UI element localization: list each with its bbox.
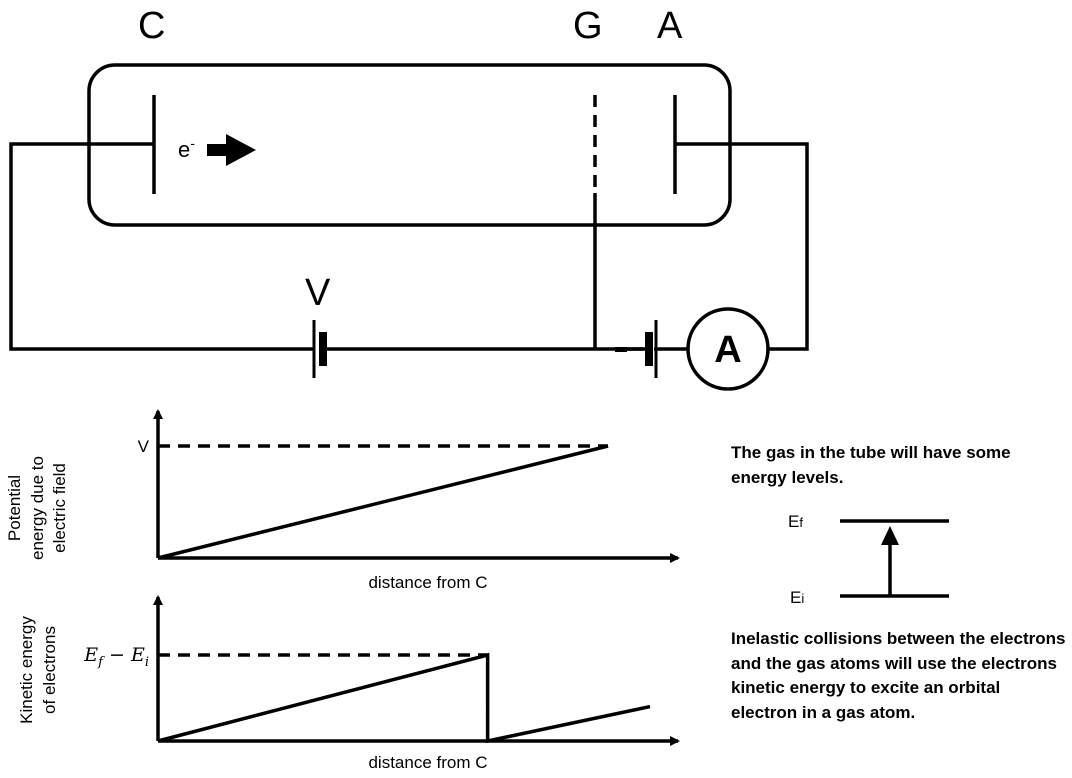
- kinetic-x-label: distance from C: [368, 753, 487, 772]
- anode-label: A: [657, 5, 683, 47]
- potential-ylabel-line-1: Potential: [5, 475, 24, 541]
- wire-cathode-to-source: [9, 142, 315, 351]
- potential-ylabel-line-2: energy due to: [28, 456, 47, 560]
- electron-label: e-: [178, 135, 195, 162]
- energy-levels-intro-text: The gas in the tube will have some energ…: [731, 443, 1011, 487]
- potential-energy-graph: Potential energy due to electric field V…: [5, 409, 680, 592]
- lower-level-label: Ei: [790, 588, 804, 607]
- upper-level-label: Ef: [788, 512, 803, 531]
- retarding-battery-icon: [615, 320, 658, 378]
- voltage-label: V: [305, 272, 331, 314]
- inelastic-collision-explanation: Inelastic collisions between the electro…: [731, 629, 1066, 722]
- voltage-source-battery-icon: [312, 320, 327, 378]
- ammeter-icon: A: [686, 307, 770, 391]
- kinetic-series-group: [157, 652, 651, 744]
- wire-anode-to-ammeter: [675, 142, 809, 351]
- potential-y-marker-v: V: [138, 437, 150, 456]
- energy-level-diagram: Ef Ei: [788, 512, 949, 607]
- ammeter-label: A: [714, 329, 741, 371]
- potential-ylabel-line-3: electric field: [50, 463, 69, 553]
- potential-x-label: distance from C: [368, 573, 487, 592]
- kinetic-ylabel-line-1: Kinetic energy: [17, 616, 36, 724]
- kinetic-energy-graph: Kinetic energy of electrons Ef − Ei dist…: [17, 595, 680, 772]
- potential-series-group: [157, 444, 609, 560]
- grid-label: G: [573, 5, 603, 47]
- excitation-arrow-icon: [881, 526, 899, 596]
- pe-data-line: [157, 444, 609, 560]
- circuit: C G A e- V: [9, 5, 809, 391]
- kinetic-y-marker-ef-minus-ei: Ef − Ei: [83, 644, 149, 670]
- cathode-label: C: [138, 5, 165, 47]
- ke-data-line: [157, 652, 651, 744]
- electron-direction-arrow-icon: [207, 134, 256, 166]
- kinetic-ylabel-line-2: of electrons: [40, 626, 59, 714]
